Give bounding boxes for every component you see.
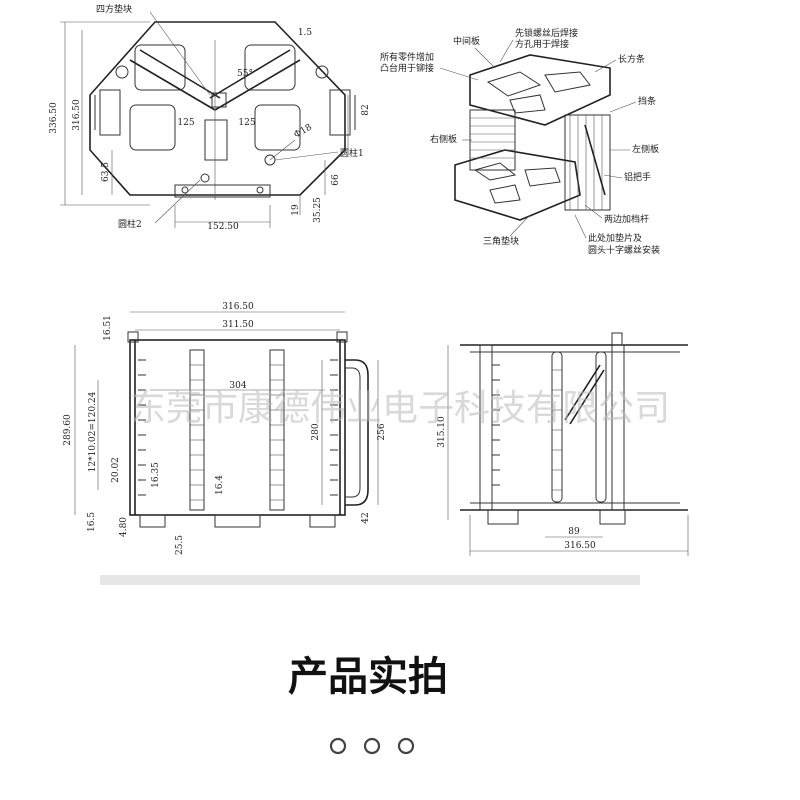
carousel-dot-1[interactable] [329,737,347,755]
iso-view: 中间板 先锁螺丝后焊接 方孔用于焊接 所有零件增加 凸台用于铆接 长方条 挡条 … [380,27,660,256]
dim-front-pitch: 12*10.02=120.24 [88,391,98,472]
dim-front-25-5: 25.5 [175,535,185,555]
dim-152-50: 152.50 [207,222,239,232]
label-weld2: 方孔用于焊接 [515,38,569,50]
dim-66: 66 [331,174,341,186]
dim-35-25: 35.25 [313,197,323,223]
dim-front-16-4: 16.4 [215,475,225,495]
dim-front-256: 256 [377,423,387,440]
label-boss2: 凸台用于铆接 [380,62,434,74]
dim-1-5: 1.5 [298,28,313,38]
dim-19: 19 [291,204,301,216]
dim-336-50: 336.50 [49,102,59,134]
dim-63-5: 63.5 [101,162,111,182]
dim-front-289-60: 289.60 [63,414,73,446]
dim-phi18: Φ18 [293,122,315,140]
dim-front-16-35: 16.35 [151,462,161,488]
label-boss: 所有零件增加 [380,51,434,63]
label-middle-plate: 中间板 [453,35,480,47]
label-handle: 铝把手 [624,171,651,183]
divider [100,575,640,585]
label-cylinder2: 圆柱2 [118,218,142,230]
carousel-dot-2[interactable] [363,737,381,755]
label-stop-bar: 挡条 [638,95,656,107]
label-cylinder1: 圆柱1 [340,147,364,159]
dim-front-42: 42 [361,512,371,523]
dim-82: 82 [361,104,371,115]
dim-front-20-02: 20.02 [111,457,121,483]
label-washer2: 圆头十字螺丝安装 [588,244,660,256]
iso-bottom-plate [454,149,581,221]
label-right-plate: 右侧板 [430,133,457,145]
dim-125-right: 125 [238,118,255,128]
dim-125-left: 125 [177,118,194,128]
carousel-dots[interactable] [329,737,415,755]
dim-side-89: 89 [568,527,580,537]
label-washer: 此处加垫片及 [588,232,642,244]
dim-side-315-10: 315.10 [437,416,447,448]
dim-front-316-50: 316.50 [222,302,254,312]
dim-front-304: 304 [229,381,246,391]
front-view: 316.50 311.50 16.51 304 289.60 12*10.02=… [63,302,387,555]
carousel-dot-3[interactable] [397,737,415,755]
label-tri-block: 三角垫块 [483,235,519,247]
dim-front-311-50: 311.50 [222,320,254,330]
dim-316-50: 316.50 [72,99,82,131]
section-title: 产品实拍 [288,654,448,700]
dim-side-316-50: 316.50 [564,541,596,551]
watermark-text: 东莞市康德伟业电子科技有限公司 [130,388,670,429]
dim-front-4-80: 4.80 [119,517,129,537]
top-view: 336.50 316.50 125 125 55° 1.5 82 63.5 Φ1… [49,3,371,232]
label-long-bar: 长方条 [618,53,645,65]
dim-front-280: 280 [311,423,321,440]
side-view: 315.10 89 316.50 [437,332,689,556]
dim-angle: 55° [237,69,253,79]
dim-front-16-51: 16.51 [103,315,113,341]
label-weld: 先锁螺丝后焊接 [515,27,578,39]
dim-front-16-5: 16.5 [87,512,97,532]
iso-top-plate [469,54,611,126]
label-square-block: 四方垫块 [96,3,132,15]
label-left-plate: 左侧板 [632,143,659,155]
label-rods: 两边加档杆 [604,213,649,225]
